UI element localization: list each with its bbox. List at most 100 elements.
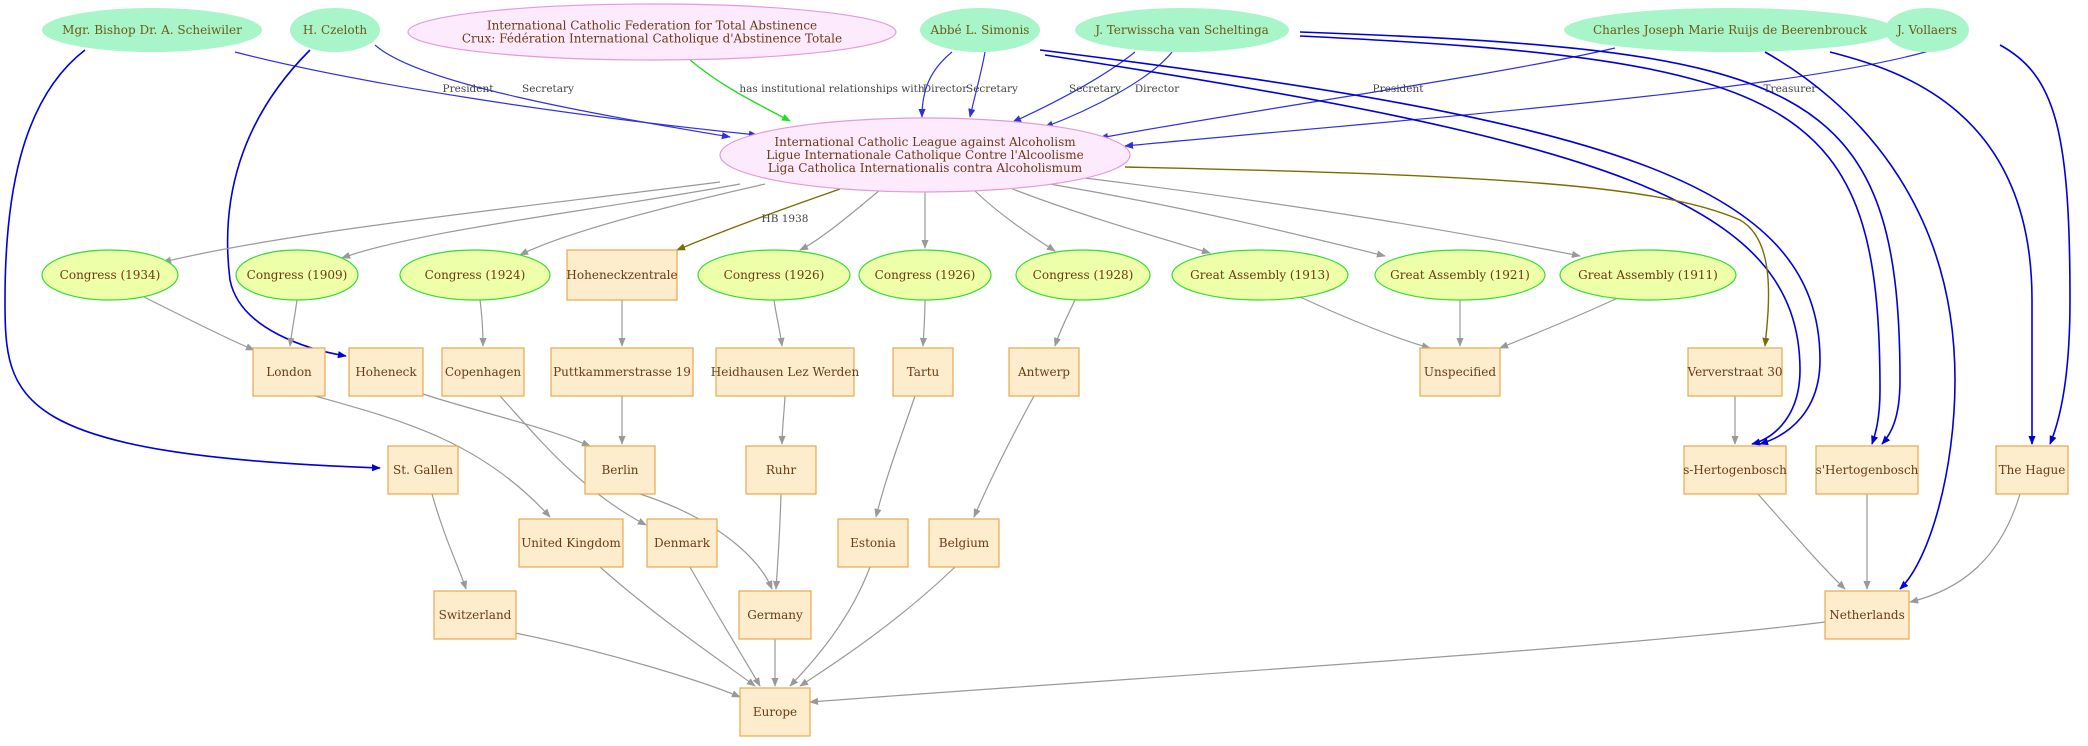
place-shape bbox=[1995, 445, 2069, 495]
edge-label: Secretary bbox=[522, 83, 574, 95]
node-label: Congress (1909) bbox=[247, 268, 348, 282]
node-denmark[interactable]: Denmark bbox=[646, 518, 718, 568]
node-stgallen[interactable]: St. Gallen bbox=[387, 445, 459, 495]
node-c1926a[interactable]: Congress (1926) bbox=[697, 249, 851, 301]
edge-stgallen-to-switzerland bbox=[431, 493, 467, 590]
edge-ruhr-to-germany bbox=[772, 493, 782, 590]
node-c1934[interactable]: Congress (1934) bbox=[41, 249, 179, 301]
node-heidhausen[interactable]: Heidhausen Lez Werden bbox=[711, 347, 860, 397]
event-shape bbox=[1015, 249, 1151, 301]
node-netherlands[interactable]: Netherlands bbox=[1824, 590, 1910, 640]
node-hoheneck[interactable]: Hoheneck bbox=[348, 347, 424, 397]
edge-ruijs-to-thehague bbox=[1829, 51, 2036, 445]
edge-c1924-to-copenhagen bbox=[479, 299, 487, 347]
edge-simonis-to-league bbox=[968, 51, 986, 118]
event-shape bbox=[1171, 249, 1349, 301]
node-terwisscha[interactable]: J. Terwisscha van Scheltinga bbox=[1075, 8, 1289, 52]
edge-czeloth-to-hoheneck bbox=[226, 49, 347, 359]
place-shape bbox=[566, 249, 678, 301]
place-shape bbox=[892, 347, 954, 397]
node-uk[interactable]: United Kingdom bbox=[518, 518, 624, 568]
node-c1926b[interactable]: Congress (1926) bbox=[858, 249, 992, 301]
node-league[interactable]: International Catholic League against Al… bbox=[719, 117, 1131, 193]
place-shape bbox=[738, 590, 812, 640]
node-label: London bbox=[266, 365, 312, 379]
person-shape bbox=[1885, 8, 1969, 52]
node-ga1921[interactable]: Great Assembly (1921) bbox=[1374, 249, 1546, 301]
node-label: Germany bbox=[747, 608, 803, 622]
event-shape bbox=[697, 249, 851, 301]
place-shape bbox=[584, 445, 656, 495]
edge-uk-to-europe bbox=[599, 566, 756, 687]
node-label: Europe bbox=[753, 705, 797, 719]
node-label: Ligue Internationale Catholique Contre l… bbox=[766, 148, 1084, 162]
place-shape bbox=[550, 347, 694, 397]
node-bishop[interactable]: Mgr. Bishop Dr. A. Scheiwiler bbox=[42, 8, 262, 52]
node-belgium[interactable]: Belgium bbox=[928, 518, 1000, 568]
node-label: Ververstraat 30 bbox=[1687, 365, 1783, 379]
node-c1924[interactable]: Congress (1924) bbox=[399, 249, 551, 301]
node-hoheneckzentrale[interactable]: Hoheneckzentrale bbox=[566, 249, 678, 301]
edge-label: President bbox=[443, 83, 495, 95]
edge-icf-to-league bbox=[689, 59, 791, 122]
node-london[interactable]: London bbox=[252, 347, 326, 397]
node-label: International Catholic Federation for To… bbox=[487, 19, 817, 33]
node-shertogenbosch2[interactable]: s'Hertogenbosch bbox=[1815, 445, 1919, 495]
node-puttkammer[interactable]: Puttkammerstrasse 19 bbox=[550, 347, 694, 397]
edge-antwerp-to-belgium bbox=[973, 395, 1035, 518]
node-label: Great Assembly (1911) bbox=[1578, 268, 1718, 282]
edge-league-to-hoheneckzentrale bbox=[676, 188, 841, 251]
place-shape bbox=[1815, 445, 1919, 495]
node-vollaers[interactable]: J. Vollaers bbox=[1885, 8, 1969, 52]
node-copenhagen[interactable]: Copenhagen bbox=[441, 347, 525, 397]
node-label: Charles Joseph Marie Ruijs de Beerenbrou… bbox=[1593, 23, 1868, 37]
place-shape bbox=[348, 347, 424, 397]
node-berlin[interactable]: Berlin bbox=[584, 445, 656, 495]
node-simonis[interactable]: Abbé L. Simonis bbox=[920, 8, 1040, 52]
node-c1928[interactable]: Congress (1928) bbox=[1015, 249, 1151, 301]
place-shape bbox=[518, 518, 624, 568]
node-ruijs[interactable]: Charles Joseph Marie Ruijs de Beerenbrou… bbox=[1564, 8, 1896, 52]
node-ga1911[interactable]: Great Assembly (1911) bbox=[1559, 249, 1737, 301]
node-antwerp[interactable]: Antwerp bbox=[1008, 347, 1080, 397]
place-shape bbox=[646, 518, 718, 568]
node-label: United Kingdom bbox=[521, 536, 621, 550]
node-tartu[interactable]: Tartu bbox=[892, 347, 954, 397]
node-thehague[interactable]: The Hague bbox=[1995, 445, 2069, 495]
node-ververstraat[interactable]: Ververstraat 30 bbox=[1687, 347, 1783, 397]
edge-terwisscha-to-shertogenbosch2 bbox=[1299, 35, 1881, 445]
edge-c1928-to-antwerp bbox=[1053, 299, 1076, 347]
node-label: Estonia bbox=[850, 536, 896, 550]
node-label: Belgium bbox=[939, 536, 990, 550]
place-shape bbox=[928, 518, 1000, 568]
place-shape bbox=[745, 445, 817, 495]
edge-simonis-to-shertogenbosch1 bbox=[1039, 49, 1821, 446]
node-unspecified[interactable]: Unspecified bbox=[1419, 347, 1501, 397]
edge-c1926b-to-tartu bbox=[919, 299, 928, 347]
edge-belgium-to-europe bbox=[799, 566, 956, 687]
node-label: Congress (1928) bbox=[1033, 268, 1134, 282]
place-shape bbox=[441, 347, 525, 397]
place-shape bbox=[1824, 590, 1910, 640]
node-ga1913[interactable]: Great Assembly (1913) bbox=[1171, 249, 1349, 301]
node-label: Mgr. Bishop Dr. A. Scheiwiler bbox=[62, 23, 242, 37]
node-label: Unspecified bbox=[1424, 365, 1496, 379]
node-label: Berlin bbox=[601, 463, 638, 477]
node-europe[interactable]: Europe bbox=[739, 687, 811, 737]
node-estonia[interactable]: Estonia bbox=[837, 518, 909, 568]
node-switzerland[interactable]: Switzerland bbox=[433, 590, 517, 640]
edge-vollaers-to-league bbox=[1124, 49, 1933, 149]
node-ruhr[interactable]: Ruhr bbox=[745, 445, 817, 495]
edge-terwisscha-to-league bbox=[1044, 51, 1173, 128]
node-shertogenbosch1[interactable]: s-Hertogenbosch bbox=[1683, 445, 1787, 495]
edge-berlin-to-germany bbox=[639, 493, 773, 590]
place-shape bbox=[715, 347, 855, 397]
node-label: Switzerland bbox=[439, 608, 512, 622]
edge-terwisscha-to-shertogenbosch2 bbox=[1299, 31, 1901, 445]
node-czeloth[interactable]: H. Czeloth bbox=[290, 8, 380, 52]
node-c1909[interactable]: Congress (1909) bbox=[235, 249, 359, 301]
node-icf[interactable]: International Catholic Federation for To… bbox=[407, 3, 897, 61]
node-germany[interactable]: Germany bbox=[738, 590, 812, 640]
edge-switzerland-to-europe bbox=[514, 632, 741, 698]
